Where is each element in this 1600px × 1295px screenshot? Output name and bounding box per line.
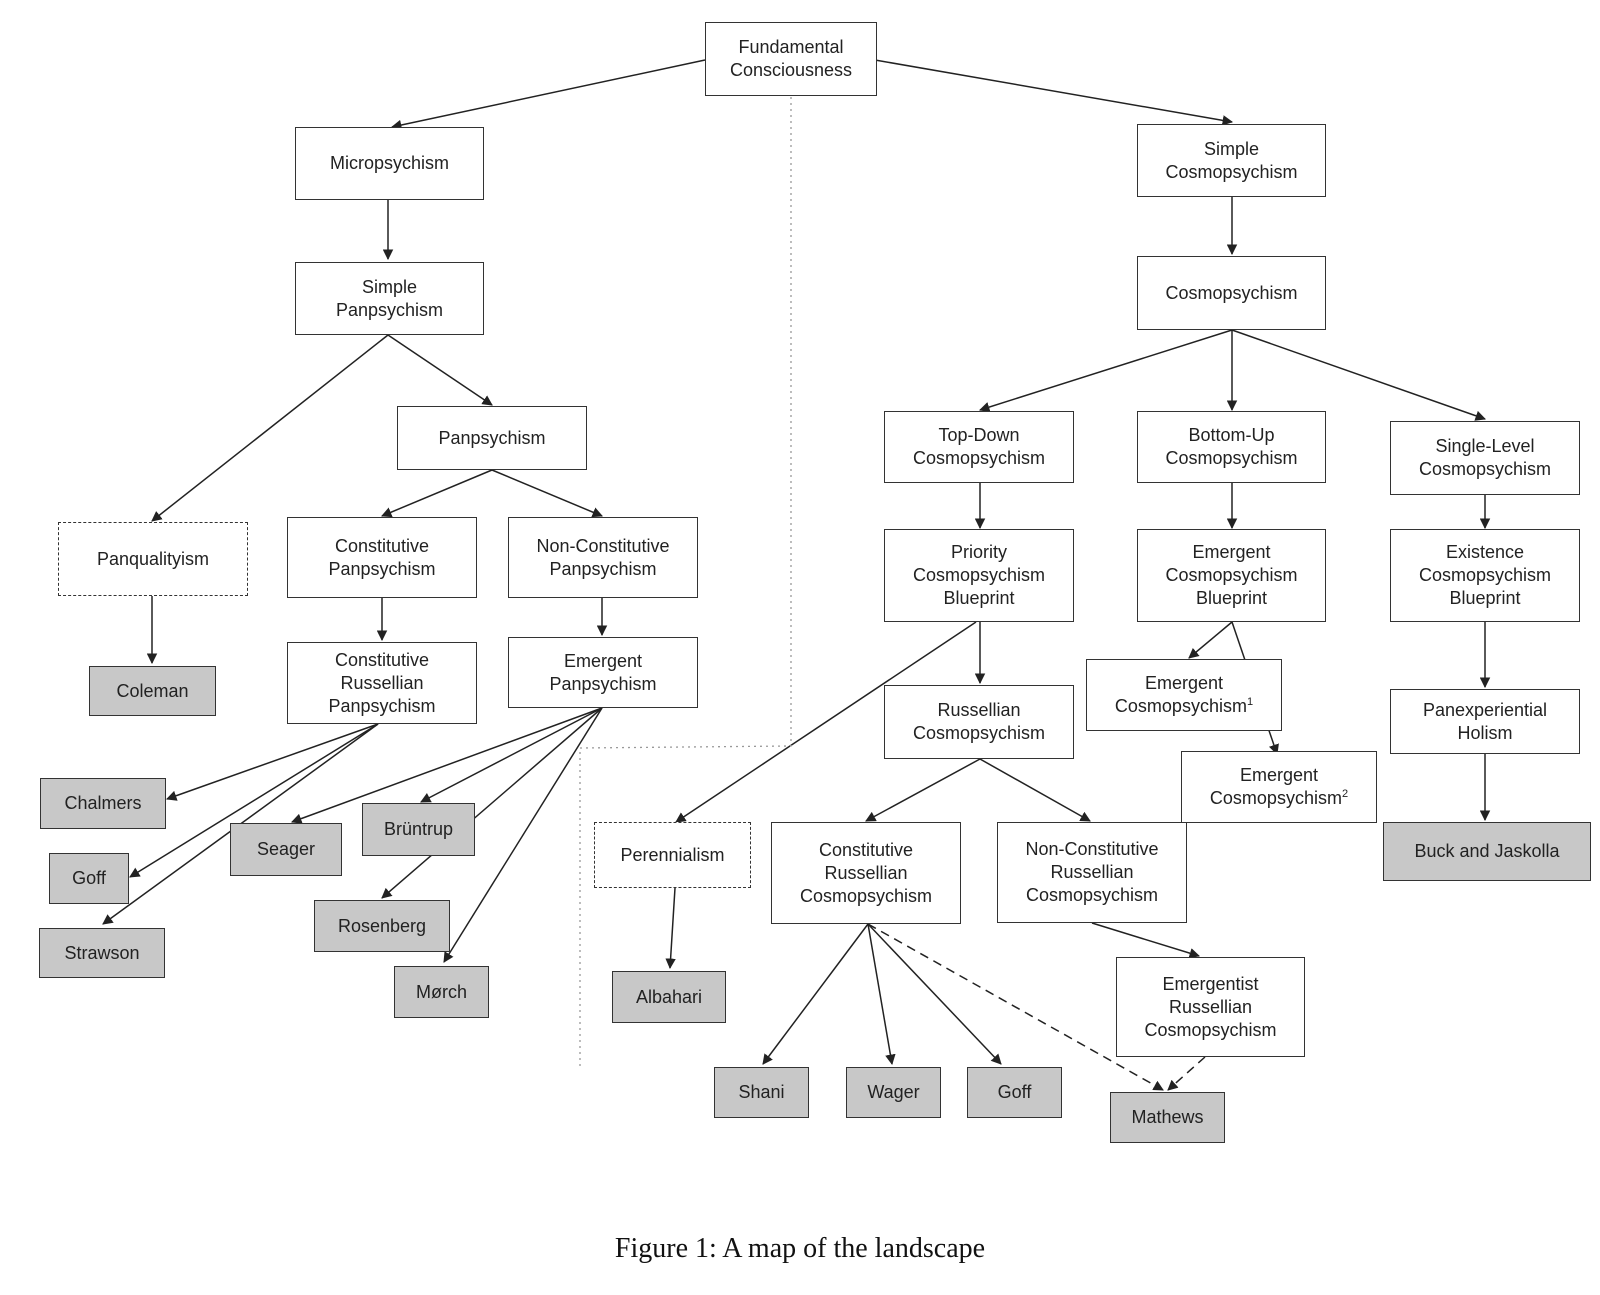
edge-construsscosmo-mathews-dashed [867,923,1164,1091]
edge-pan-constpan [381,469,493,518]
node-emergent-cosmopsychism-2: Emergent Cosmopsychism2 [1181,751,1377,823]
node-constitutive-panpsychism: Constitutive Panpsychism [287,517,477,598]
node-cosmopsychism: Cosmopsychism [1137,256,1326,330]
person-mathews: Mathews [1110,1092,1225,1143]
node-emergent-panpsychism: Emergent Panpsychism [508,637,698,708]
person-buck-and-jaskolla: Buck and Jaskolla [1383,822,1591,881]
person-goff-left: Goff [49,853,129,904]
edge-emergentist-mathews-dashed [1167,1056,1206,1091]
edge-pan-nonconstpan [491,469,603,518]
person-goff-right: Goff [967,1067,1062,1118]
edge-fc-simplecosmo [874,59,1234,126]
node-emergent-cosmopsychism-1: Emergent Cosmopsychism1 [1086,659,1282,731]
node-micropsychism: Micropsychism [295,127,484,200]
edge-priority-perennialism [675,621,977,823]
person-coleman: Coleman [89,666,216,716]
person-chalmers: Chalmers [40,778,166,829]
edge-perennialism-albahari [665,887,676,970]
node-non-constitutive-russellian-cosmopsychism: Non-Constitutive Russellian Cosmopsychis… [997,822,1187,923]
person-shani: Shani [714,1067,809,1118]
node-constitutive-russellian-cosmopsychism: Constitutive Russellian Cosmopsychism [771,822,961,924]
node-non-constitutive-panpsychism: Non-Constitutive Panpsychism [508,517,698,598]
node-simple-panpsychism: Simple Panpsychism [295,262,484,335]
person-albahari: Albahari [612,971,726,1023]
edge-emergpan-bruntrup [420,707,603,803]
superscript-1: 1 [1246,696,1254,708]
figure-caption: Figure 1: A map of the landscape [614,1233,986,1264]
edge-emergpan-rosenberg [381,707,603,899]
edge-russcosmo-nonconstrusscosmo [979,758,1091,822]
node-panqualityism: Panqualityism [58,522,248,596]
node-existence-cosmopsychism-blueprint: Existence Cosmopsychism Blueprint [1390,529,1580,622]
node-single-level-cosmopsychism: Single-Level Cosmopsychism [1390,421,1580,495]
edge-construsscosmo-wager [867,923,896,1066]
node-constitutive-russellian-panpsychism: Constitutive Russellian Panpsychism [287,642,477,724]
node-perennialism: Perennialism [594,822,751,888]
edge-cosmo-singlelevel [1231,329,1486,421]
node-panexperiential-holism: Panexperiential Holism [1390,689,1580,754]
node-panpsychism: Panpsychism [397,406,587,470]
node-priority-cosmopsychism-blueprint: Priority Cosmopsychism Blueprint [884,529,1074,622]
node-top-down-cosmopsychism: Top-Down Cosmopsychism [884,411,1074,483]
edge-emergbp-emergcosmo1 [1188,621,1233,659]
node-emergentist-russellian-cosmopsychism: Emergentist Russellian Cosmopsychism [1116,957,1305,1057]
person-bruntrup: Brüntrup [362,803,475,856]
node-bottom-up-cosmopsychism: Bottom-Up Cosmopsychism [1137,411,1326,483]
node-russellian-cosmopsychism: Russellian Cosmopsychism [884,685,1074,759]
node-emergent-cosmopsychism-blueprint: Emergent Cosmopsychism Blueprint [1137,529,1326,622]
edge-nonconstruss-emergentist [1091,922,1201,959]
edge-emergpan-morch [443,707,603,963]
edge-construss-chalmers [166,723,379,801]
edge-construsscosmo-shani [762,923,869,1065]
person-seager: Seager [230,823,342,876]
edge-emergpan-seager [291,707,603,824]
edge-russcosmo-construsscosmo [865,758,981,822]
person-rosenberg: Rosenberg [314,900,450,952]
edge-construss-goff [129,723,379,878]
divider-dotted [579,97,792,1066]
node-simple-cosmopsychism: Simple Cosmopsychism [1137,124,1326,197]
superscript-2: 2 [1341,788,1349,800]
person-wager: Wager [846,1067,941,1118]
person-morch: Mørch [394,966,489,1018]
edge-construsscosmo-goff [867,923,1002,1065]
edge-fc-micro [390,59,706,131]
edge-cosmo-topdown [978,329,1233,413]
edge-simplepan-pan [387,334,493,406]
node-fundamental-consciousness: Fundamental Consciousness [705,22,877,96]
person-strawson: Strawson [39,928,165,978]
edge-simplepan-panq [151,334,389,522]
